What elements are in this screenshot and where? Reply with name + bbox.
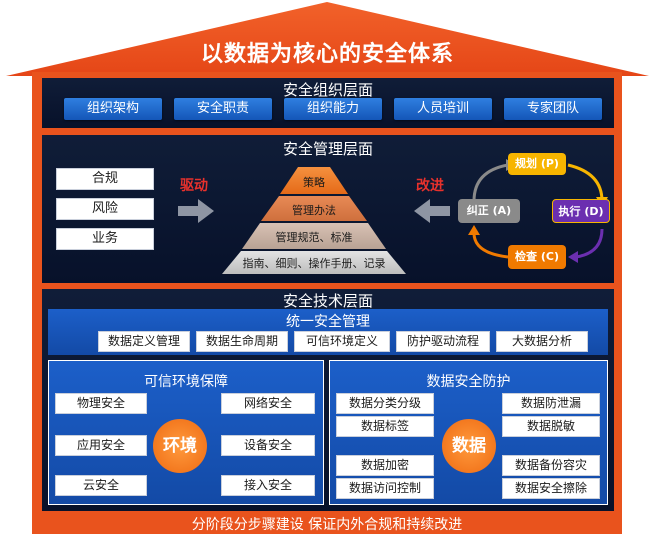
- drive-label: 驱动: [180, 178, 208, 194]
- tech-layer-panel: 安全技术层面 统一安全管理 数据定义管理 数据生命周期 可信环境定义 防护驱动流…: [42, 289, 614, 511]
- drive-arrow-icon: [178, 199, 214, 223]
- pyramid-level-0: [280, 167, 348, 194]
- env-right-0: 网络安全: [221, 393, 315, 414]
- pyramid-label-0: 策略: [303, 176, 325, 189]
- org-layer-title: 安全组织层面: [282, 81, 373, 99]
- env-right-1: 设备安全: [221, 435, 315, 456]
- data-section: 数据安全防护 数据分类分级 数据标签 数据加密 数据访问控制 数据 数据防泄漏 …: [329, 360, 608, 505]
- org-layer-panel: 安全组织层面 组织架构 安全职责 组织能力 人员培训 专家团队: [42, 78, 614, 128]
- unified-item-1: 数据生命周期: [196, 331, 288, 352]
- pyramid-label-2: 管理规范、标准: [275, 231, 353, 244]
- data-right-0: 数据防泄漏: [502, 393, 600, 414]
- data-left-0: 数据分类分级: [336, 393, 434, 414]
- env-right-2: 接入安全: [221, 475, 315, 496]
- data-left-3: 数据访问控制: [336, 478, 434, 499]
- env-title: 可信环境保障: [144, 374, 228, 390]
- data-title: 数据安全防护: [426, 374, 511, 390]
- unified-title: 统一安全管理: [286, 314, 370, 330]
- unified-section: 统一安全管理 数据定义管理 数据生命周期 可信环境定义 防护驱动流程 大数据分析: [48, 309, 608, 355]
- improve-arrow-icon: [414, 199, 450, 223]
- improve-label: 改进: [416, 178, 444, 194]
- roof: [6, 2, 649, 76]
- org-item-2: 组织能力: [284, 98, 382, 120]
- driver-risk: 风险: [56, 198, 154, 220]
- unified-item-4: 大数据分析: [496, 331, 588, 352]
- pdca-do: 执行 (D): [552, 199, 610, 223]
- org-item-3: 人员培训: [394, 98, 492, 120]
- mgmt-layer-panel: 安全管理层面 合规 风险 业务 驱动 策略 管理办法 管理规范、标准 指南、细则…: [42, 135, 614, 283]
- page-title: 以数据为核心的安全体系: [200, 42, 454, 67]
- unified-item-3: 防护驱动流程: [396, 331, 490, 352]
- driver-business: 业务: [56, 228, 154, 250]
- data-left-1: 数据标签: [336, 416, 434, 437]
- unified-item-2: 可信环境定义: [294, 331, 390, 352]
- env-center-circle: 环境: [153, 419, 207, 473]
- pdca-plan: 规划 (P): [508, 153, 566, 175]
- org-item-4: 专家团队: [504, 98, 602, 120]
- driver-compliance: 合规: [56, 168, 154, 190]
- footer-slogan: 分阶段分步骤建设 保证内外合规和持续改进: [191, 517, 463, 533]
- org-item-1: 安全职责: [174, 98, 272, 120]
- env-left-1: 应用安全: [55, 435, 147, 456]
- data-right-3: 数据安全擦除: [502, 478, 600, 499]
- data-center-circle: 数据: [442, 419, 496, 473]
- data-right-2: 数据备份容灾: [502, 455, 600, 476]
- data-left-2: 数据加密: [336, 455, 434, 476]
- env-section: 可信环境保障 物理安全 应用安全 云安全 环境 网络安全 设备安全 接入安全: [48, 360, 324, 505]
- pyramid-label-1: 管理办法: [292, 204, 336, 217]
- mgmt-layer-title: 安全管理层面: [282, 140, 373, 158]
- pdca-act: 纠正 (A): [458, 199, 520, 223]
- org-item-0: 组织架构: [64, 98, 162, 120]
- pyramid-level-2: [242, 223, 386, 249]
- pdca-check: 检查 (C): [508, 245, 566, 269]
- tech-layer-title: 安全技术层面: [282, 292, 373, 310]
- data-right-1: 数据脱敏: [502, 416, 600, 437]
- pyramid-level-3: [222, 251, 406, 274]
- pyramid-label-3: 指南、细则、操作手册、记录: [242, 257, 386, 270]
- pyramid: [222, 167, 406, 274]
- unified-item-0: 数据定义管理: [98, 331, 190, 352]
- env-left-0: 物理安全: [55, 393, 147, 414]
- env-left-2: 云安全: [55, 475, 147, 496]
- pyramid-level-1: [261, 196, 367, 221]
